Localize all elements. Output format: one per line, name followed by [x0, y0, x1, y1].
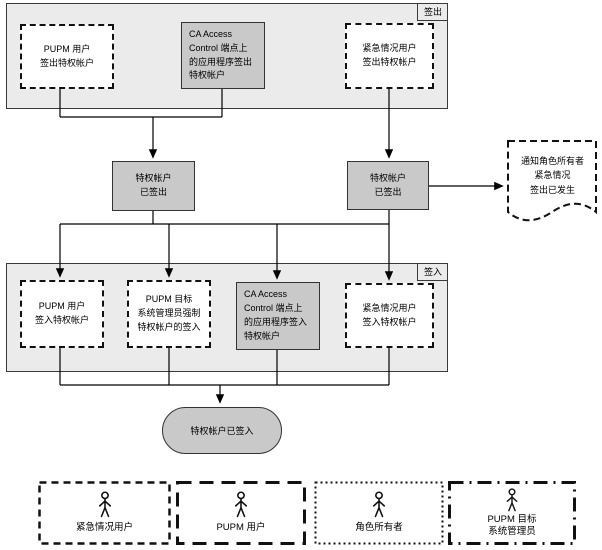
checkout-emergency-user-label: 紧急情况用户 签出特权帐户 [362, 43, 417, 67]
checkout-pupm-user-box: PUPM 用户 签出特权帐户 [20, 24, 114, 89]
checkout-emergency-user-box: 紧急情况用户 签出特权帐户 [345, 23, 434, 89]
legend-pupm-admin: PUPM 目标 系统管理员 [448, 481, 576, 545]
legend-pupm-user-label: PUPM 用户 [216, 522, 266, 534]
checkin-pupm-admin-box: PUPM 目标 系统管理员强制 特权帐户的签入 [127, 280, 211, 348]
checkin-section-label: 签入 [416, 264, 447, 281]
legend-role-owner: 角色所有者 [314, 481, 444, 545]
checked-out-right-box: 特权帐户 已签出 [347, 161, 429, 210]
legend-emergency-user-label: 紧急情况用户 [75, 522, 133, 534]
legend-emergency-user: 紧急情况用户 [38, 481, 171, 545]
person-icon [372, 491, 386, 518]
checkin-emergency-user-box: 紧急情况用户 签入特权帐户 [345, 283, 434, 348]
person-icon [506, 488, 518, 512]
checkin-ca-app-box: CA Access Control 端点上 的应用程序签入 特权帐户 [236, 282, 320, 350]
checked-in-label: 特权帐户已签入 [190, 426, 254, 436]
checkout-pupm-user-label: PUPM 用户 签出特权帐户 [39, 43, 94, 68]
checkin-pupm-admin-label: PUPM 目标 系统管理员强制 特权帐户的签入 [137, 294, 201, 332]
checkin-ca-app-label: CA Access Control 端点上 的应用程序签入 特权帐户 [244, 289, 308, 341]
checked-out-left-label: 特权帐户 已签出 [135, 173, 172, 197]
checkin-section: 签入 [6, 263, 448, 372]
checkout-section-label: 签出 [416, 4, 447, 21]
notify-role-owner-label: 通知角色所有者 紧急情况 签出已发生 [520, 156, 584, 195]
legend-pupm-admin-label: PUPM 目标 系统管理员 [487, 513, 537, 537]
notify-role-owner-document: 通知角色所有者 紧急情况 签出已发生 [505, 138, 600, 236]
legend-role-owner-label: 角色所有者 [355, 522, 403, 534]
legend-frame-dash-dot-icon [448, 481, 576, 545]
checkin-pupm-user-box: PUPM 用户 签入特权帐户 [20, 280, 104, 348]
checked-in-terminator: 特权帐户已签入 [162, 407, 282, 454]
checkout-ca-app-box: CA Access Control 端点上 的应用程序签出 特权帐户 [181, 22, 265, 89]
person-icon [98, 491, 111, 518]
checkin-emergency-user-label: 紧急情况用户 签入特权帐户 [362, 302, 417, 327]
checked-out-right-label: 特权帐户 已签出 [369, 172, 406, 197]
legend-pupm-user: PUPM 用户 [176, 481, 306, 545]
checked-out-left-box: 特权帐户 已签出 [112, 161, 195, 211]
checkin-pupm-user-label: PUPM 用户 签入特权帐户 [34, 301, 89, 325]
document-shape-icon [507, 140, 597, 222]
checkout-ca-app-label: CA Access Control 端点上 的应用程序签出 特权帐户 [189, 28, 253, 81]
person-icon [234, 491, 248, 518]
